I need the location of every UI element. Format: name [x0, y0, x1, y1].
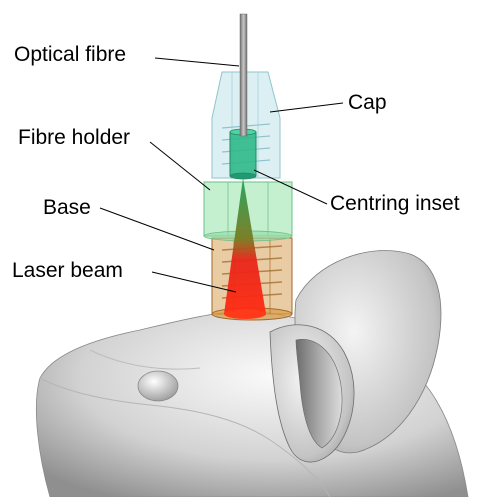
label-optical-fibre: Optical fibre — [14, 44, 126, 65]
optical-fibre — [240, 14, 247, 136]
label-cap: Cap — [348, 92, 387, 113]
label-base: Base — [43, 197, 91, 218]
leader-base — [100, 208, 214, 250]
label-fibre-holder: Fibre holder — [18, 127, 130, 148]
leader-optical-fibre — [155, 58, 239, 66]
leader-fibre-holder — [150, 142, 210, 190]
leader-cap — [270, 103, 343, 112]
label-centring-inset: Centring inset — [330, 193, 460, 214]
label-laser-beam: Laser beam — [12, 260, 123, 281]
mouse-eye — [138, 371, 178, 401]
centring-inset-part — [230, 129, 256, 179]
